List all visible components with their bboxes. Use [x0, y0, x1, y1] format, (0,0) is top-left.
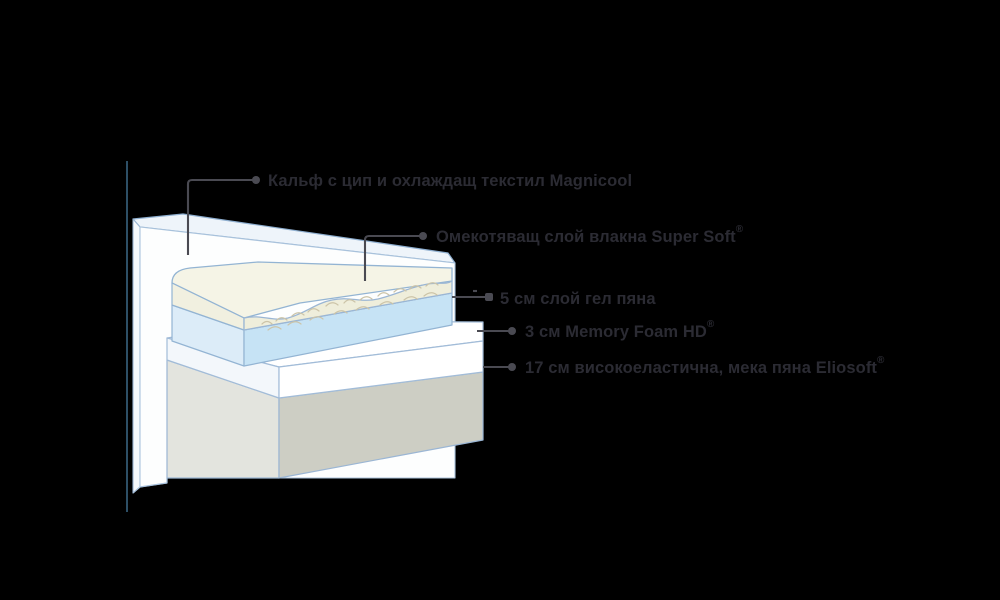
label-super-soft-text: Омекотяващ слой влакна Super Soft® [436, 224, 744, 247]
leader-dot-cover [252, 176, 260, 184]
memory-front-face [278, 340, 484, 399]
labels-group: Кальф с цип и охлаждащ текстил Magnicool… [268, 172, 885, 377]
registered-icon-memory: ® [707, 319, 715, 330]
registered-icon-eliosoft: ® [877, 355, 885, 366]
label-memory-main: 3 см Memory Foam HD [525, 323, 707, 341]
label-eliosoft-main: 17 см високоеластична, мека пяна Eliosof… [525, 359, 877, 377]
cover-bottom-edge [132, 478, 168, 494]
leader-dot-memory [508, 327, 516, 335]
label-super-soft-main: Омекотяващ слой влакна Super Soft [436, 228, 736, 246]
leader-dot-super-soft [419, 232, 427, 240]
fiber-front-textured-face [243, 280, 453, 331]
label-eliosoft-text: 17 см високоеластична, мека пяна Eliosof… [525, 355, 885, 378]
label-gel-text: 5 см слой гел пяна [500, 290, 656, 308]
registered-icon-super-soft: ® [736, 224, 744, 235]
leader-lines-group [186, 176, 516, 371]
layer-super-soft-fiber [171, 261, 453, 331]
fiber-texture-marks [261, 282, 439, 331]
leader-dot-gel [485, 293, 493, 301]
label-memory-text: 3 см Memory Foam HD® [525, 319, 715, 342]
leader-super-soft [363, 234, 420, 281]
cover-left-edge [132, 218, 141, 494]
label-cover-text: Кальф с цип и охлаждащ текстил Magnicool [268, 172, 632, 190]
leader-cover [186, 178, 253, 255]
leader-dot-eliosoft [508, 363, 516, 371]
